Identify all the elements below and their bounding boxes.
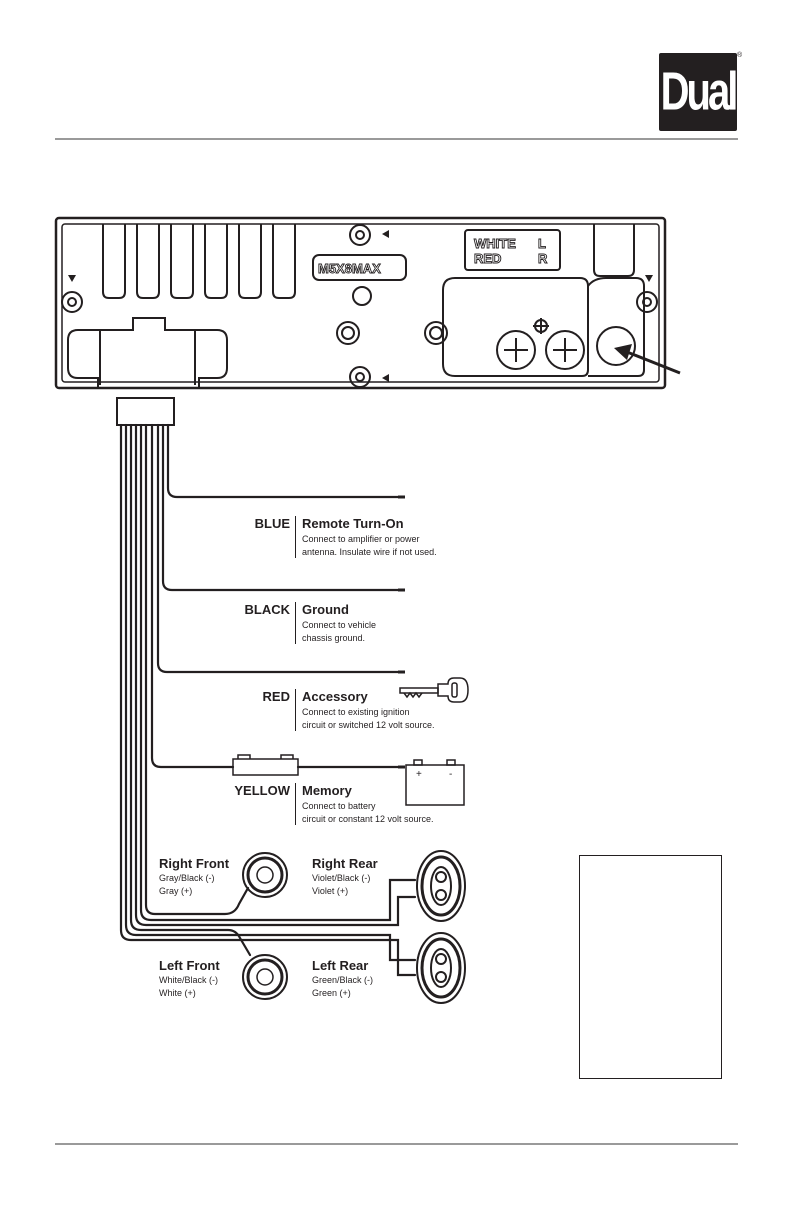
antenna-arrow [614,344,681,375]
chassis-notch [593,224,635,277]
right-rear-pos: Violet (+) [312,886,349,896]
rca-jack-left [496,330,536,370]
rca-l-label: L [538,236,546,251]
wire-desc-line: Connect to vehicle [302,620,377,630]
center-hole [352,286,372,306]
right-front-pos: Gray (+) [159,886,193,896]
dual-logo: Dual [659,53,739,131]
chassis-inner [61,223,660,383]
wire-color-yellow: YELLOW [234,783,290,798]
antenna-jack [596,326,636,366]
right-rear-neg: Violet/Black (-) [312,873,371,883]
empty-info-box [579,855,722,1079]
screw-hole-right [636,291,658,313]
left-front-neg: White/Black (-) [159,975,219,985]
left-rear-title: Left Rear [312,958,369,973]
screw-hole-top [349,224,371,246]
chassis-outline [54,216,667,390]
right-rear-speaker-icon [416,850,466,922]
wiring-connector [67,317,228,389]
wire-desc-line: Connect to amplifier or power [302,534,420,544]
left-rear-pos: Green (+) [312,988,351,998]
left-rear-neg: Green/Black (-) [312,975,374,985]
wire-title-memory: Memory [302,783,352,798]
logo-text: Dual [660,61,739,122]
wire-title-accessory: Accessory [302,689,368,704]
ignition-key-icon [399,677,469,703]
screw-label-box [312,254,407,281]
wire-desc-line: circuit or switched 12 volt source. [302,720,435,730]
wire-color-red: RED [262,689,290,704]
screw-hole-left [61,291,83,313]
wire-title-ground: Ground [302,602,349,617]
rca-r-label: R [538,251,548,266]
wire-desc-line: chassis ground. [302,633,366,643]
wire-color-blue: BLUE [254,516,290,531]
antenna-panel [587,277,645,377]
right-rear-title: Right Rear [312,856,378,871]
heatsink-fins [102,224,296,299]
fuse [232,754,299,776]
separator [295,689,296,731]
harness-plug [116,397,175,426]
wire-color-black: BLACK [244,602,291,617]
orientation-markers [68,230,653,382]
wire-desc-line: circuit or constant 12 volt source. [302,814,434,824]
wire-desc-memory: Connect to battery circuit or constant 12… [302,800,482,826]
battery-plus: + [416,769,422,780]
separator [295,602,296,644]
right-front-title: Right Front [159,856,230,871]
battery-minus: - [449,769,452,780]
rca-red-label: RED [474,251,501,266]
left-front-title: Left Front [159,958,220,973]
wire-desc-ground: Connect to vehicle chassis ground. [302,619,482,645]
battery-icon [405,759,465,806]
left-front-pos: White (+) [159,988,196,998]
rca-panel [442,277,589,377]
screw-hole-bottom [349,366,371,388]
screw-size-label: M5X8MAX [318,261,381,276]
wire-desc-remote: Connect to amplifier or power antenna. In… [302,533,482,559]
panel-screw [424,321,448,345]
rca-label-box [464,229,561,271]
left-front-speaker-icon [242,954,288,1000]
wire-ends [398,495,405,769]
separator [295,783,296,825]
wire-desc-line: Connect to battery [302,801,376,811]
left-rear-speaker-icon [416,932,466,1004]
registered-mark: ® [737,52,743,59]
top-rule [55,138,738,140]
separator [295,516,296,558]
right-front-speaker-icon [242,852,288,898]
center-screw [336,321,360,345]
wire-harness [119,423,417,977]
wire-title-remote: Remote Turn-On [302,516,404,531]
wire-desc-line: Connect to existing ignition [302,707,410,717]
wire-desc-line: antenna. Insulate wire if not used. [302,547,437,557]
rca-white-label: WHITE [474,236,516,251]
wire-desc-accessory: Connect to existing ignition circuit or s… [302,706,482,732]
rca-jack-right [545,330,585,370]
bottom-rule [55,1143,738,1145]
right-front-neg: Gray/Black (-) [159,873,215,883]
